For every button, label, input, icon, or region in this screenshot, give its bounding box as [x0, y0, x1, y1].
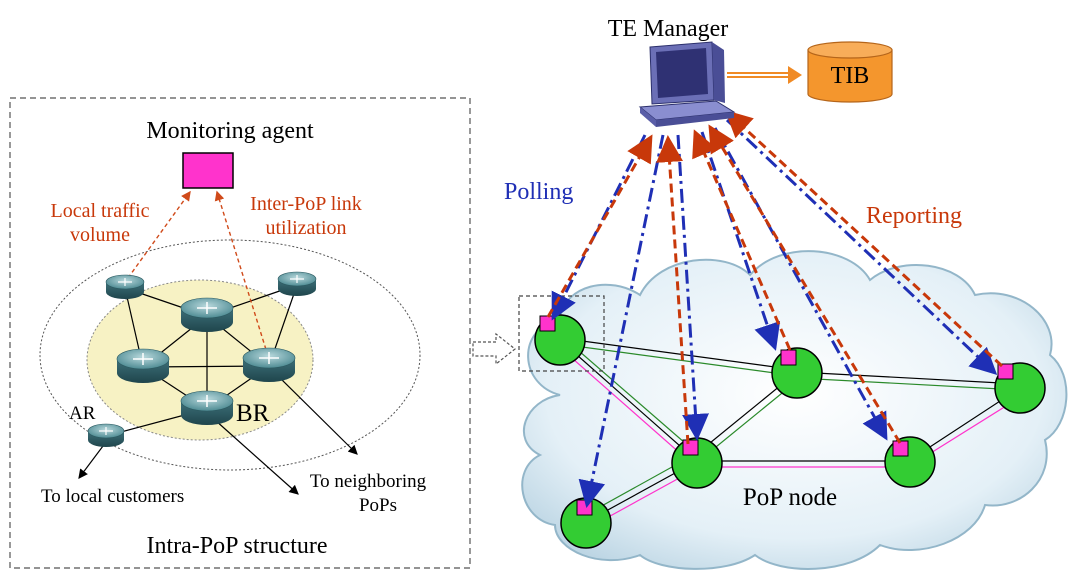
pop-node: [560, 497, 612, 549]
local-traffic-label-line2: volume: [70, 224, 130, 246]
to-neighboring-label-line1: To neighboring: [310, 471, 427, 492]
to-local-customers-arrow: [78, 441, 107, 479]
ar-label: AR: [69, 403, 96, 424]
te-manager-label: TE Manager: [608, 16, 729, 42]
to-neighboring-pops-arrow-2: [277, 375, 358, 455]
to-neighboring-label-line2: PoPs: [359, 495, 397, 516]
polling-arrows: [551, 118, 998, 508]
pop-node: [534, 314, 586, 366]
tib-database-icon: [807, 41, 893, 103]
to-local-customers-label: To local customers: [41, 486, 184, 507]
router-icon: [180, 390, 234, 425]
tib-label: TIB: [831, 63, 870, 89]
pop-boundary-ellipse: [39, 239, 421, 471]
zoom-connector-arrow: [472, 332, 516, 366]
local-traffic-report-arrow: [127, 190, 191, 279]
pop-node: [994, 362, 1046, 414]
interpop-utilization-label-line2: utilization: [265, 217, 346, 239]
pop-node: [671, 437, 723, 489]
monitoring-agent-label: Monitoring agent: [146, 118, 314, 144]
router-icon: [105, 274, 145, 299]
router-icon: [242, 347, 296, 382]
monitoring-agent-box: [182, 152, 234, 189]
reporting-label: Reporting: [866, 203, 962, 229]
local-traffic-label-line1: Local traffic: [50, 200, 149, 222]
pop-node: [771, 347, 823, 399]
router-icon: [277, 271, 317, 296]
reporting-arrows: [546, 109, 1004, 445]
br-label: BR: [236, 400, 270, 427]
router-icon: [87, 423, 125, 447]
computer-icon: [638, 41, 736, 127]
interpop-utilization-label-line1: Inter-PoP link: [250, 193, 362, 215]
interpop-report-arrow: [214, 190, 269, 357]
router-icon: [116, 348, 170, 383]
tib-arrowhead: [788, 66, 802, 84]
pop-node-label: PoP node: [743, 484, 837, 511]
router-icon: [180, 297, 234, 332]
polling-label: Polling: [504, 179, 573, 205]
intra-pop-structure-label: Intra-PoP structure: [146, 533, 327, 559]
to-neighboring-pops-arrow-1: [214, 419, 299, 495]
intra-pop-panel-border: [9, 97, 471, 569]
pop-node: [884, 436, 936, 488]
